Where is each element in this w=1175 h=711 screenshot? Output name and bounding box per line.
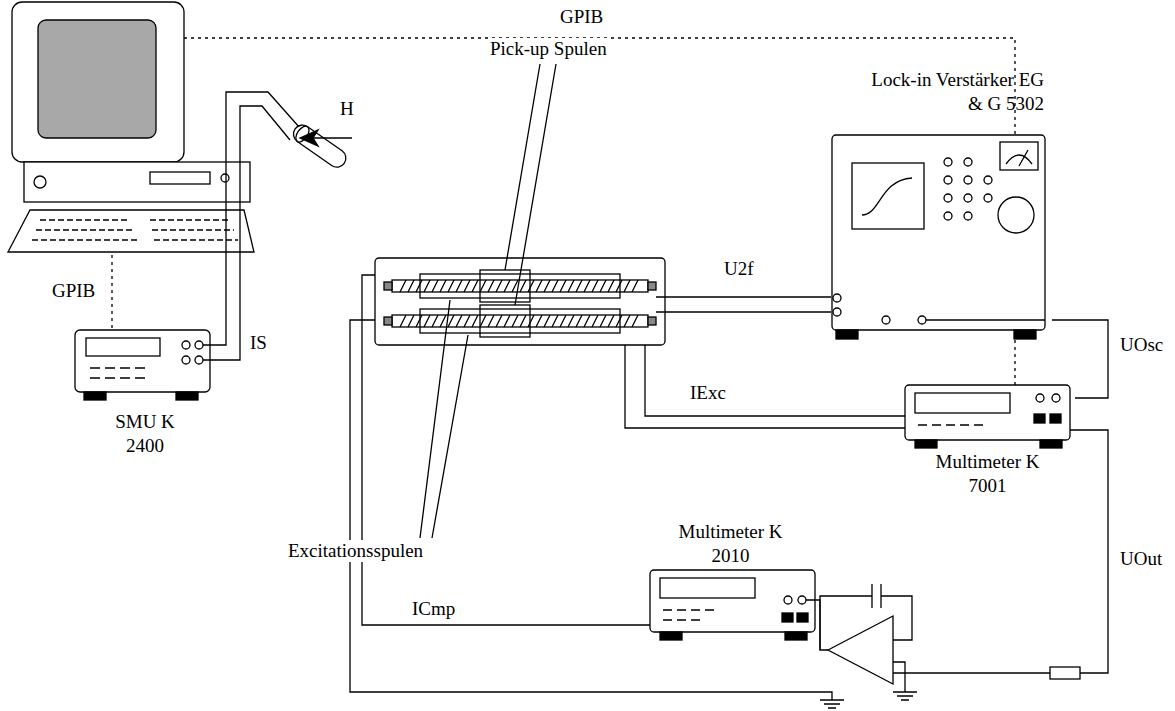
integrator-symbol [806, 584, 1080, 700]
signal-label: ICmp [410, 598, 457, 620]
computer-illustration [8, 2, 254, 252]
multimeter-illustration [650, 570, 815, 640]
lockin-illustration [832, 135, 1045, 339]
bus-label: GPIB [50, 280, 97, 302]
sensor-illustration [375, 258, 665, 345]
leader-line [420, 300, 468, 538]
field-coil [290, 122, 349, 171]
signal-label: UOut [1118, 548, 1164, 570]
signal-label: IExc [688, 382, 728, 404]
signal-wire [1052, 320, 1108, 398]
instrument-label: Lock-in Verstärker EG & G 5302 [864, 68, 1044, 116]
instrument-label: SMU K 2400 [105, 410, 185, 458]
part-label: Pick-up Spulen [488, 38, 609, 60]
smu-illustration [75, 330, 210, 400]
instrument-label: Multimeter K 2010 [673, 520, 788, 568]
field-label: H [338, 98, 356, 120]
gpib-line [111, 255, 112, 330]
instrument-box: SMU K 2400 [70, 325, 220, 465]
instrument-label: Multimeter K 7001 [930, 450, 1045, 498]
wire [926, 319, 1045, 320]
signal-label: UOsc [1118, 334, 1165, 356]
instrument-box: Lock-in Verstärker EG & G 5302 [820, 68, 1052, 338]
instrument-box: Multimeter K 7001 [900, 382, 1075, 502]
multimeter-illustration [905, 385, 1070, 448]
field-arrow [308, 137, 352, 138]
part-label: Excitationsspulen [286, 540, 425, 562]
signal-label: IS [248, 332, 269, 354]
signal-label: U2f [722, 258, 756, 280]
bus-label: GPIB [558, 6, 605, 28]
leader-line [505, 64, 556, 305]
gpib-line [1014, 333, 1015, 385]
instrument-box: Multimeter K 2010 [645, 520, 820, 640]
